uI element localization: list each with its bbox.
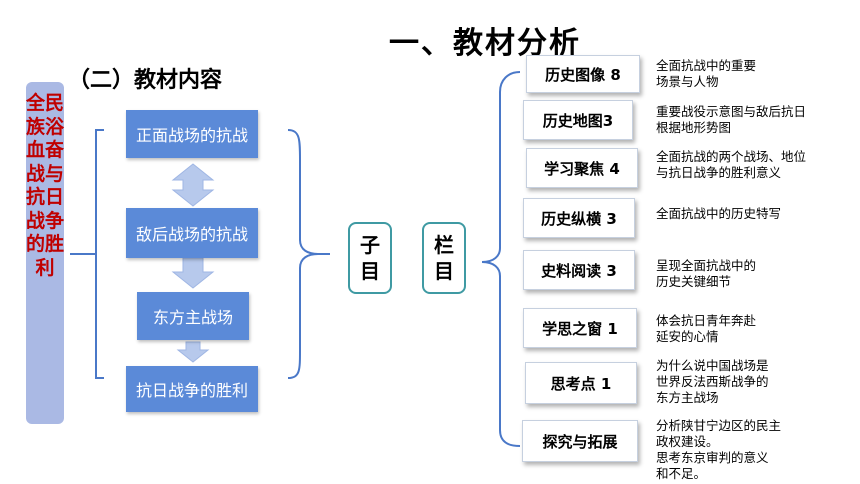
column-desc-study-focus: 全面抗战的两个战场、地位 与抗日战争的胜利意义 bbox=[656, 149, 807, 180]
column-box-study-focus: 学习聚焦 4 bbox=[526, 148, 638, 188]
column-desc-history-maps: 重要战役示意图与敌后抗日 根据地形势图 bbox=[656, 104, 807, 135]
flow-box-victory: 抗日战争的胜利 bbox=[126, 366, 258, 412]
column-box-source-reading: 史料阅读 3 bbox=[523, 250, 635, 290]
double-arrow bbox=[171, 163, 215, 207]
key-right-line1: 栏 bbox=[434, 233, 454, 257]
key-left-line2: 目 bbox=[360, 259, 380, 283]
page-title: 一、教材分析 bbox=[389, 26, 581, 61]
column-box-history-panorama: 历史纵横 3 bbox=[523, 198, 635, 238]
column-desc-explore-extend: 分析陕甘宁边区的民主 政权建设。 思考东京审判的意义 和不足。 bbox=[656, 418, 782, 481]
down-arrow-2 bbox=[176, 341, 210, 363]
flow-box-rear: 敌后战场的抗战 bbox=[126, 208, 258, 258]
flow-box-frontal: 正面战场的抗战 bbox=[126, 110, 258, 158]
column-box-learning-window: 学思之窗 1 bbox=[523, 308, 637, 348]
column-box-think-point: 思考点 1 bbox=[525, 362, 637, 404]
column-box-history-maps: 历史地图3 bbox=[523, 100, 633, 140]
column-box-history-images: 历史图像 8 bbox=[526, 55, 640, 93]
key-box-sub-items: 子 目 bbox=[348, 222, 392, 294]
column-desc-history-images: 全面抗战中的重要 场景与人物 bbox=[656, 58, 757, 89]
column-desc-think-point: 为什么说中国战场是 世界反法西斯战争的 东方主战场 bbox=[656, 358, 769, 405]
down-arrow-1 bbox=[171, 257, 215, 289]
column-bracket bbox=[481, 71, 521, 447]
left-bracket bbox=[95, 129, 104, 379]
right-bracket bbox=[287, 129, 319, 379]
key-left-line1: 子 bbox=[360, 233, 380, 257]
section-subtitle: （二）教材内容 bbox=[68, 68, 223, 93]
column-desc-history-panorama: 全面抗战中的历史特写 bbox=[656, 206, 782, 221]
column-desc-learning-window: 体会抗日青年奔赴 延安的心情 bbox=[656, 313, 757, 344]
column-box-explore-extend: 探究与拓展 bbox=[522, 420, 638, 462]
column-desc-source-reading: 呈现全面抗战中的 历史关键细节 bbox=[656, 258, 757, 289]
flow-box-eastern: 东方主战场 bbox=[137, 292, 249, 340]
vertical-topic-label: 全民族浴血奋战与抗日战争的胜利 bbox=[26, 82, 64, 424]
key-right-line2: 目 bbox=[434, 259, 454, 283]
key-box-columns: 栏 目 bbox=[422, 222, 466, 294]
